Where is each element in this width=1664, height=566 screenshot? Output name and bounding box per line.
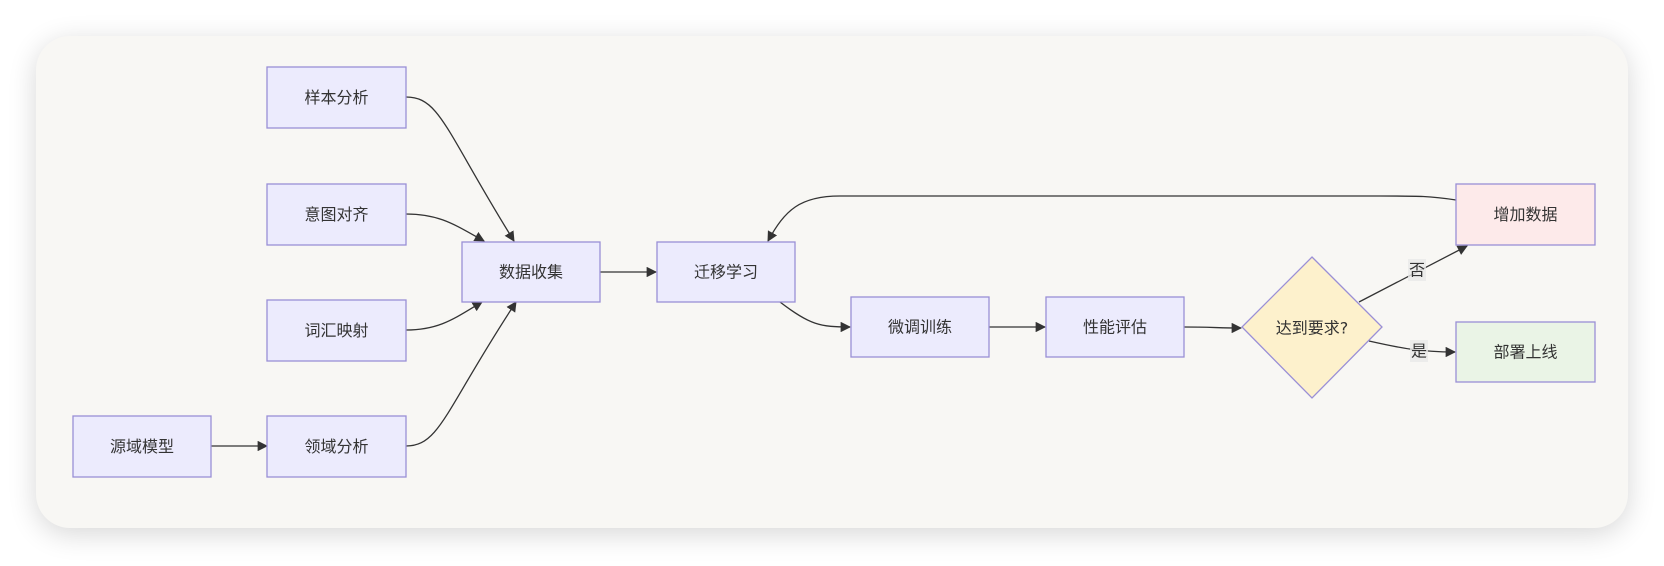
- edge-label-yes: 是: [1410, 340, 1428, 362]
- node-deploy[interactable]: 部署上线: [1455, 321, 1596, 383]
- edge-vocab-to-collection: [405, 301, 483, 331]
- svg-text:微调训练: 微调训练: [888, 318, 952, 337]
- node-decision[interactable]: 达到要求?: [1241, 256, 1383, 399]
- svg-text:迁移学习: 迁移学习: [694, 263, 758, 282]
- node-transfer-learning[interactable]: 迁移学习: [656, 241, 796, 303]
- svg-text:部署上线: 部署上线: [1493, 343, 1557, 362]
- node-add-data[interactable]: 增加数据: [1455, 183, 1596, 246]
- svg-text:意图对齐: 意图对齐: [304, 205, 368, 224]
- svg-text:是: 是: [1411, 342, 1427, 361]
- edge-eval-to-decision: [1183, 322, 1243, 334]
- edge-domain-to-collection: [405, 301, 517, 447]
- node-source-model[interactable]: 源域模型: [72, 415, 212, 478]
- svg-text:数据收集: 数据收集: [499, 263, 563, 282]
- svg-text:词汇映射: 词汇映射: [304, 321, 368, 340]
- edge-intent-to-collection: [405, 213, 485, 242]
- node-sample-analysis[interactable]: 样本分析: [266, 66, 407, 129]
- svg-text:增加数据: 增加数据: [1493, 205, 1557, 224]
- node-vocab-mapping[interactable]: 词汇映射: [266, 299, 407, 362]
- svg-text:源域模型: 源域模型: [110, 437, 174, 456]
- node-domain-analysis[interactable]: 领域分析: [266, 415, 407, 478]
- svg-text:性能评估: 性能评估: [1083, 318, 1147, 337]
- edge-transfer-to-finetune: [779, 301, 852, 333]
- svg-text:领域分析: 领域分析: [304, 437, 368, 456]
- edge-sample-to-collection: [405, 96, 515, 242]
- edge-label-no: 否: [1408, 259, 1426, 281]
- node-fine-tuning[interactable]: 微调训练: [850, 296, 990, 358]
- svg-text:样本分析: 样本分析: [304, 88, 368, 107]
- svg-text:否: 否: [1409, 261, 1425, 280]
- node-intent-alignment[interactable]: 意图对齐: [266, 183, 407, 246]
- svg-text:达到要求?: 达到要求?: [1276, 319, 1349, 338]
- node-evaluation[interactable]: 性能评估: [1045, 296, 1185, 358]
- edge-add-data-to-transfer: [767, 195, 1457, 242]
- node-data-collection[interactable]: 数据收集: [461, 241, 601, 303]
